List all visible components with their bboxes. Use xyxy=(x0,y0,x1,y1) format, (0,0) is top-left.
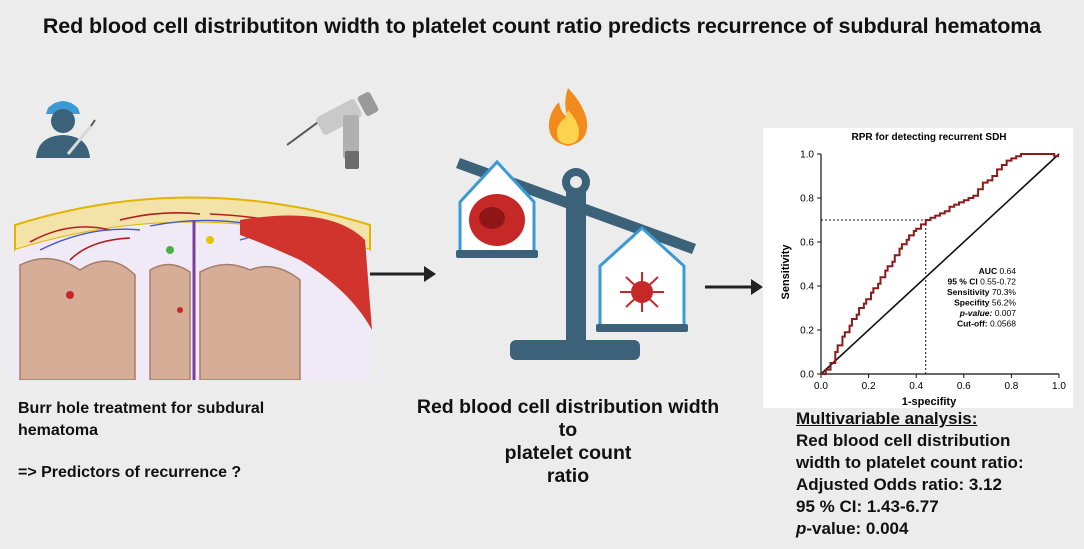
arrow-right-icon xyxy=(370,266,436,282)
x-axis-label: 1-specifity xyxy=(902,396,957,408)
chart-title: RPR for detecting recurrent SDH xyxy=(851,132,1006,143)
roc-curve xyxy=(821,153,1059,375)
left-caption: Burr hole treatment for subdural hematom… xyxy=(18,398,348,484)
annotation-value: 0.0568 xyxy=(990,319,1016,329)
annotation-line: Sensitivity 70.3% xyxy=(947,287,1016,297)
x-tick-label: 0.4 xyxy=(909,381,923,392)
middle-caption-line: to xyxy=(558,419,578,441)
x-tick-label: 0.8 xyxy=(1004,381,1018,392)
p-value: p-value: 0.004 xyxy=(796,518,1084,540)
confidence-interval: 95 % CI: 1.43-6.77 xyxy=(796,497,939,516)
middle-caption-line: Red blood cell distribution width xyxy=(416,396,720,418)
multivariable-line: width to platelet count ratio: xyxy=(796,453,1024,472)
y-tick-label: 0.8 xyxy=(800,194,814,205)
left-caption-line: hematoma xyxy=(18,422,99,439)
drill-icon xyxy=(286,92,379,169)
middle-caption: Red blood cell distribution width to pla… xyxy=(378,396,758,488)
y-tick-label: 0.4 xyxy=(800,282,814,293)
annotation-value: 56.2% xyxy=(992,298,1017,308)
brain-hematoma-illustration xyxy=(14,196,372,380)
annotation-label: p-value: xyxy=(959,308,995,318)
balance-scale-icon xyxy=(456,158,696,360)
annotation-label: 95 % CI xyxy=(947,277,980,287)
annotation-line: 95 % CI 0.55-0.72 xyxy=(947,277,1016,287)
reference-line xyxy=(820,153,1060,375)
cutoff-guides xyxy=(821,219,927,374)
left-caption-line: Burr hole treatment for subdural xyxy=(18,400,265,417)
figure-title: Red blood cell distributiton width to pl… xyxy=(42,14,1042,38)
annotation-value: 70.3% xyxy=(992,287,1017,297)
x-tick-label: 0.2 xyxy=(862,381,876,392)
p-value-rest: -value: 0.004 xyxy=(806,519,909,538)
odds-ratio: Adjusted Odds ratio: 3.12 xyxy=(796,475,1002,494)
annotation-value: 0.64 xyxy=(999,266,1016,276)
left-caption-question: => Predictors of recurrence ? xyxy=(18,464,242,481)
arrow-right-icon xyxy=(705,279,763,295)
annotation-line: Cut-off: 0.0568 xyxy=(957,319,1016,329)
chart-ticks: 0.0 0.2 0.4 0.6 0.8 1.0 0.0 0.2 0.4 0.6 0.8 1.0 xyxy=(800,150,1066,393)
annotation-label: AUC xyxy=(979,266,1000,276)
annotation-value: 0.007 xyxy=(995,308,1017,318)
y-axis-label: Sensitivity xyxy=(780,244,792,300)
annotation-label: Cut-off: xyxy=(957,319,990,329)
y-tick-label: 0.6 xyxy=(800,238,814,249)
annotation-label: Sensitivity xyxy=(947,287,992,297)
annotation-line: Specifity 56.2% xyxy=(954,298,1016,308)
annotation-label: Specifity xyxy=(954,298,992,308)
annotation-value: 0.55-0.72 xyxy=(980,277,1016,287)
p-value-italic: p xyxy=(796,519,807,538)
x-tick-label: 0.6 xyxy=(957,381,971,392)
surgeon-icon xyxy=(36,101,96,158)
middle-caption-line: platelet count xyxy=(504,442,632,464)
multivariable-analysis: Multivariable analysis: Red blood cell d… xyxy=(796,408,1084,540)
middle-caption-line: ratio xyxy=(546,465,590,487)
x-tick-label: 0.0 xyxy=(814,381,828,392)
multivariable-heading: Multivariable analysis: xyxy=(796,409,978,428)
y-tick-label: 0.2 xyxy=(800,326,814,337)
x-tick-label: 1.0 xyxy=(1052,381,1066,392)
multivariable-line: Red blood cell distribution xyxy=(796,431,1011,450)
flame-icon xyxy=(548,88,588,146)
y-tick-label: 0.0 xyxy=(800,370,814,381)
annotation-line: p-value: 0.007 xyxy=(959,308,1016,318)
y-tick-label: 1.0 xyxy=(800,150,814,161)
chart-axes xyxy=(820,154,1059,375)
annotation-line: AUC 0.64 xyxy=(979,266,1017,276)
